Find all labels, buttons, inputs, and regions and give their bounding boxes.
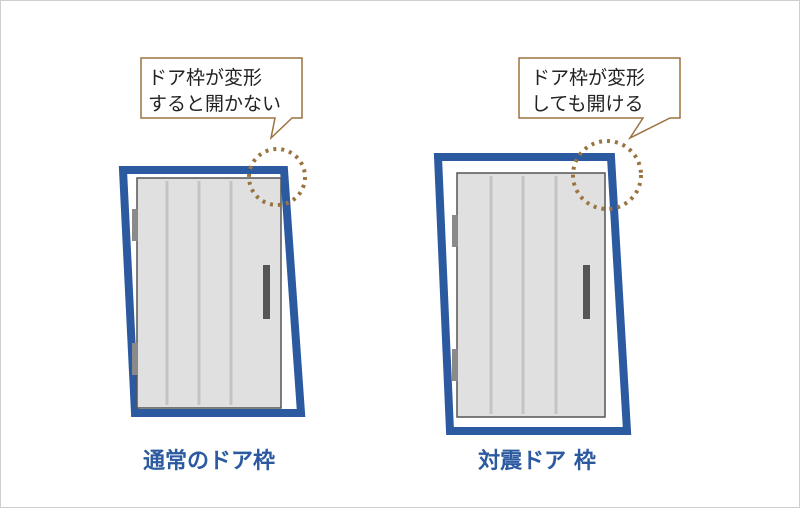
- right-deformation-highlight: [571, 139, 643, 211]
- right-door-hinge-top: [452, 215, 458, 247]
- right-speech-bubble: [518, 57, 681, 140]
- left-door: [132, 177, 282, 409]
- right-bubble-line2: しても開ける: [531, 93, 643, 115]
- left-door-handle: [263, 265, 270, 319]
- left-door-hinge-bottom: [132, 343, 138, 375]
- right-door: [452, 172, 606, 418]
- right-caption: 対震ドア 枠: [478, 449, 596, 474]
- right-door-hinge-bottom: [452, 349, 458, 381]
- left-deformed-frame: [118, 166, 306, 417]
- left-deformation-highlight: [247, 147, 307, 207]
- left-bubble-line1: ドア枠が変形: [148, 67, 262, 89]
- left-panel-normal-frame: ドア枠が変形 すると開かない 通常のドア枠: [118, 57, 307, 474]
- left-speech-bubble: [140, 57, 303, 141]
- right-door-handle: [583, 265, 590, 319]
- left-door-hinge-top: [132, 209, 138, 241]
- right-panel-seismic-frame: ドア枠が変形 しても開ける 対震ドア 枠: [433, 57, 681, 474]
- left-caption: 通常のドア枠: [143, 448, 275, 474]
- right-deformed-frame: [433, 153, 632, 435]
- left-bubble-line2: すると開かない: [148, 93, 281, 115]
- right-bubble-line1: ドア枠が変形: [531, 67, 645, 89]
